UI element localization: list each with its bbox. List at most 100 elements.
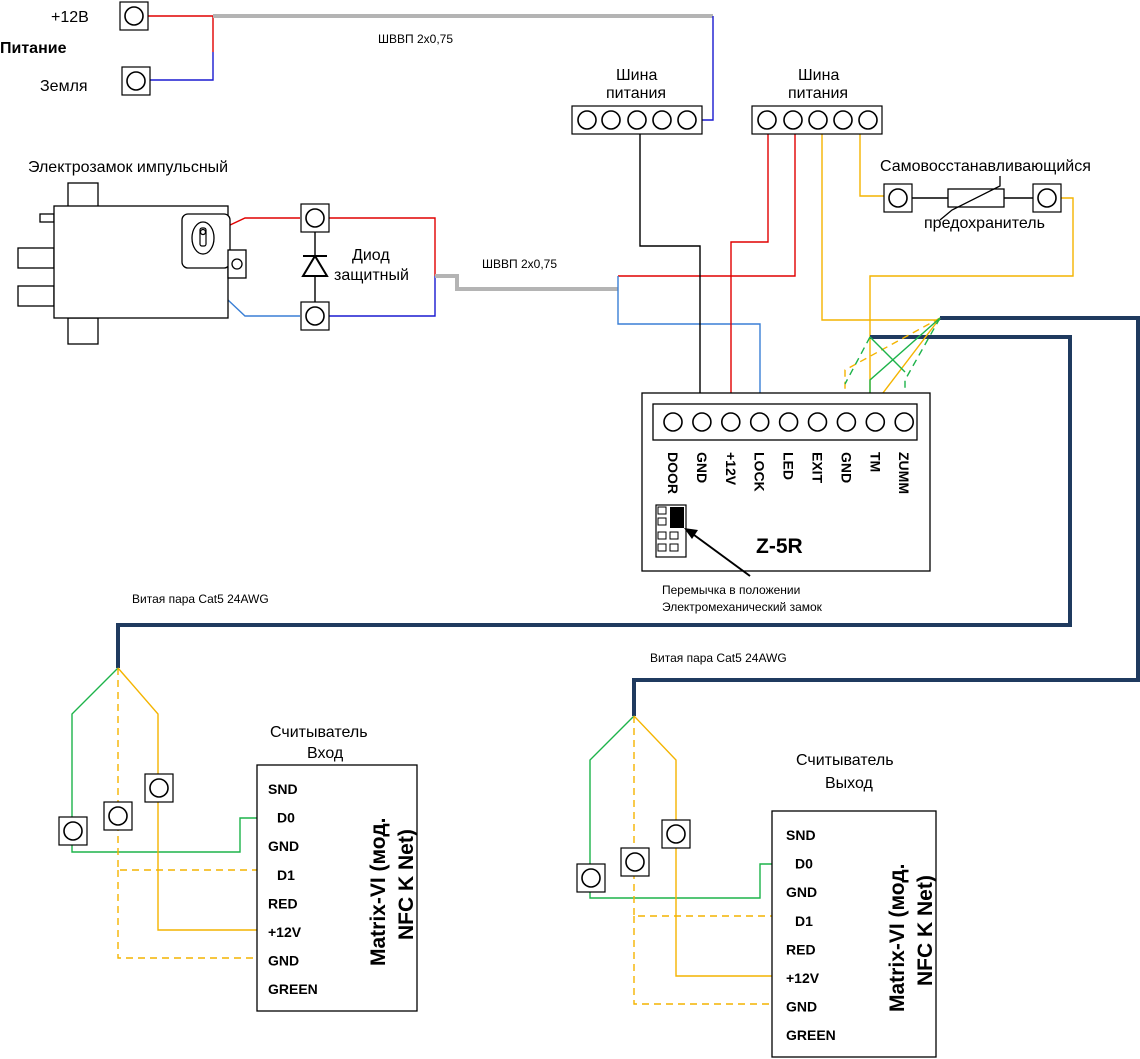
reader-in-term-dashed	[103, 801, 133, 831]
reader-in-green	[71, 667, 258, 853]
controller-terminal-label: +12V	[723, 452, 739, 486]
fuse-out-wire	[869, 197, 1074, 410]
controller-terminal	[778, 412, 799, 432]
controller-terminal-block	[663, 412, 915, 432]
plus12-wire	[146, 15, 214, 52]
reader-pin-label: D1	[277, 867, 295, 883]
reader-pin-label: SND	[268, 781, 298, 797]
reader-in-yellow-dashed-2	[117, 870, 258, 959]
plus12-terminal	[119, 1, 149, 31]
reader-pin-label: GND	[268, 838, 299, 854]
diode-label-2: защитный	[334, 267, 409, 284]
fan-green-2	[869, 336, 906, 373]
reader-in-title-2: Вход	[307, 745, 344, 762]
lock-cable-blue	[617, 276, 761, 410]
controller-terminal-label: ZUMM	[896, 452, 912, 494]
lock-red-wire	[227, 217, 300, 227]
bus-right-label-2: питания	[788, 85, 848, 102]
controller-terminal	[720, 412, 741, 432]
reader-in-model-2: NFC K Net)	[395, 829, 418, 940]
reader-out-yellow-dashed-2	[633, 916, 772, 1005]
jumper-block-icon	[655, 504, 687, 558]
controller-terminal	[692, 412, 712, 432]
reader-pin-label: +12V	[786, 970, 820, 986]
jumper-arrow-icon	[684, 528, 751, 577]
reader-out-term-green	[576, 863, 606, 893]
reader-out-title-1: Считыватель	[796, 752, 894, 769]
bus-left-label-2: питания	[606, 85, 666, 102]
ground-terminal	[121, 66, 151, 96]
controller-terminal	[749, 412, 770, 432]
controller-terminal	[807, 412, 828, 432]
reader-pin-label: +12V	[268, 924, 302, 940]
reader-out-model-1: Matrix-VI (мод.	[886, 864, 909, 1013]
ground-label: Земля	[40, 78, 88, 95]
plus12-label: +12В	[51, 9, 89, 26]
reader-out-yellow	[633, 715, 772, 977]
reader-out-green	[589, 715, 772, 899]
lock-cable-red	[618, 128, 796, 277]
controller-terminal-label: TM	[867, 452, 883, 472]
twisted-pair-right	[116, 335, 1072, 668]
top-cable-label: ШВВП 2х0,75	[378, 32, 453, 46]
fuse-label-1: Самовосстанавливающийся	[880, 158, 1091, 175]
controller-terminal-label: EXIT	[810, 452, 826, 484]
jumper-note-2: Электромеханический замок	[662, 600, 823, 614]
reader-pin-label: SND	[786, 827, 816, 843]
power-to-bus-wire	[698, 16, 714, 121]
controller-terminal-label: LED	[781, 452, 797, 480]
twisted-left-label: Витая пара Cat5 24AWG	[132, 592, 269, 606]
reader-pin-label: D0	[795, 856, 813, 872]
fuse-label-2: предохранитель	[924, 215, 1045, 232]
controller-terminal	[663, 412, 683, 432]
reader-in-term-green	[58, 816, 88, 846]
lock-cable-label: ШВВП 2х0,75	[482, 257, 557, 271]
jumper-note-1: Перемычка в положении	[662, 583, 800, 597]
controller-terminal	[865, 412, 886, 432]
reader-pin-label: GREEN	[268, 981, 318, 997]
reader-out-term-yellow	[661, 819, 691, 849]
twisted-right-label: Витая пара Cat5 24AWG	[650, 651, 787, 665]
bus-right-label-1: Шина	[798, 67, 839, 84]
fuse-icon	[939, 176, 1005, 221]
reader-pin-label: RED	[786, 941, 816, 957]
reader-in-model-1: Matrix-VI (мод.	[367, 818, 390, 967]
fan-green-dashed-2	[844, 336, 871, 385]
reader-in-term-yellow	[144, 773, 174, 803]
power-bus-left	[571, 105, 703, 135]
ground-wire	[148, 52, 214, 81]
twisted-pair-left	[632, 316, 1140, 716]
controller-name: Z-5R	[756, 535, 803, 558]
fuse-right-terminal	[1032, 183, 1062, 213]
reader-pin-label: D1	[795, 913, 813, 929]
lock-cable	[435, 274, 618, 291]
reader-out-model-2: NFC K Net)	[914, 875, 937, 986]
diode-label-1: Диод	[352, 247, 390, 264]
reader-out-box	[771, 810, 937, 1058]
reader-pin-label: D0	[277, 810, 295, 826]
power-title: Питание	[0, 40, 67, 57]
reader-pin-label: GND	[786, 999, 817, 1015]
controller-terminal-label: LOCK	[752, 452, 768, 492]
reader-out-yellow-dashed	[633, 716, 772, 917]
controller-terminal-label: GND	[694, 452, 710, 483]
bus-left-label-1: Шина	[616, 67, 657, 84]
controller-terminal-label: GND	[838, 452, 854, 483]
diode-icon	[301, 232, 329, 302]
reader-out-title-2: Выход	[825, 775, 874, 792]
reader-in-box	[256, 764, 418, 1012]
power-bus-right	[751, 105, 883, 135]
lock-title: Электрозамок импульсный	[28, 159, 228, 176]
reader-pin-label: GND	[786, 884, 817, 900]
reader-in-yellow-dashed	[117, 668, 258, 871]
fuse-feed-wire	[821, 128, 940, 321]
reader-pin-label: GREEN	[786, 1027, 836, 1043]
diode-bottom-terminal	[300, 301, 330, 331]
lock-blue-wire	[227, 299, 300, 317]
diode-top-terminal	[300, 203, 330, 233]
electric-lock-icon	[17, 182, 247, 345]
